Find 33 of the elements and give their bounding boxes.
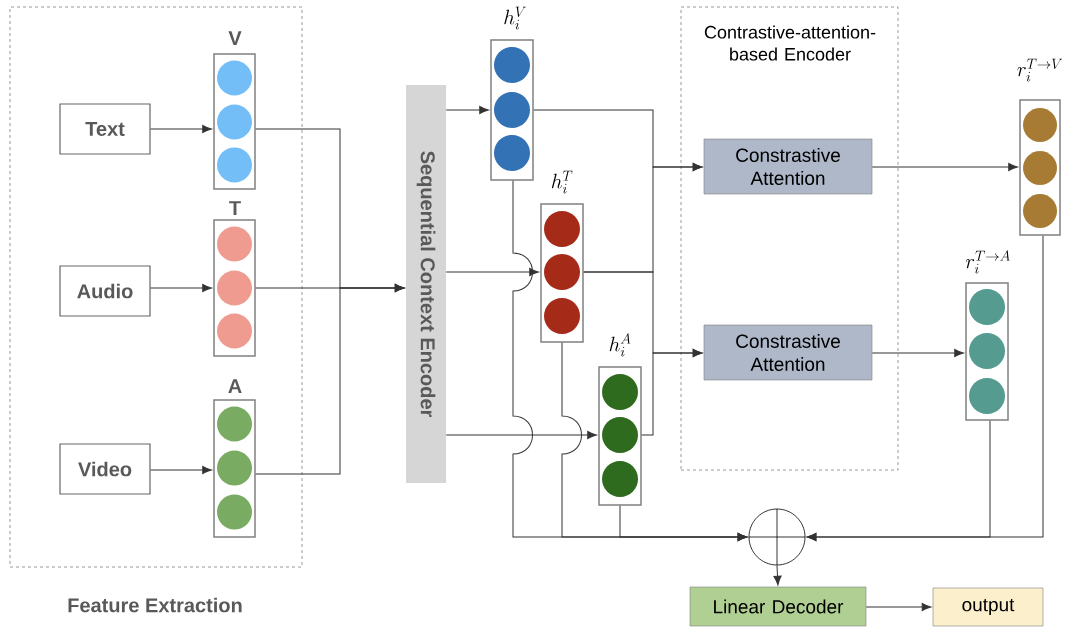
column-label: T bbox=[229, 201, 241, 215]
arrow bbox=[806, 420, 991, 542]
column-label: $r_i^{T\rightarrow V}$ bbox=[1017, 58, 1063, 82]
arrow bbox=[871, 348, 964, 358]
encoder-bar: Sequential Context Encoder bbox=[406, 85, 446, 483]
process-box: Audio bbox=[59, 265, 151, 317]
arrow bbox=[619, 505, 748, 542]
column-label: A bbox=[228, 379, 242, 393]
arrow bbox=[445, 267, 539, 277]
group-title: Feature Extraction bbox=[68, 597, 242, 613]
arrow bbox=[150, 283, 212, 293]
arrow bbox=[150, 124, 212, 134]
group-title: Contrastive-attention-based Encoder bbox=[704, 25, 876, 61]
process-box: Text bbox=[59, 103, 151, 155]
column-label: $r_i^{T\rightarrow A}$ bbox=[965, 250, 1010, 274]
arrow bbox=[150, 465, 212, 475]
arrow bbox=[773, 564, 782, 586]
process-box: Constrastive Attention bbox=[703, 138, 873, 195]
arrow bbox=[255, 283, 405, 475]
column-label: V bbox=[228, 31, 242, 45]
column-label: $h_i^T$ bbox=[551, 170, 573, 194]
arrow bbox=[865, 602, 932, 612]
sum-circle bbox=[748, 508, 806, 566]
process-box: output bbox=[932, 587, 1044, 627]
arrow bbox=[641, 348, 703, 436]
column-label: $h_i^V$ bbox=[504, 6, 526, 30]
arrow bbox=[445, 430, 597, 440]
arrow bbox=[445, 105, 489, 115]
arrow bbox=[871, 162, 1018, 172]
process-box: Video bbox=[59, 443, 151, 495]
column-label: $h_i^A$ bbox=[609, 333, 631, 357]
process-box: Linear Decoder bbox=[689, 586, 867, 627]
process-box: Constrastive Attention bbox=[703, 324, 873, 381]
